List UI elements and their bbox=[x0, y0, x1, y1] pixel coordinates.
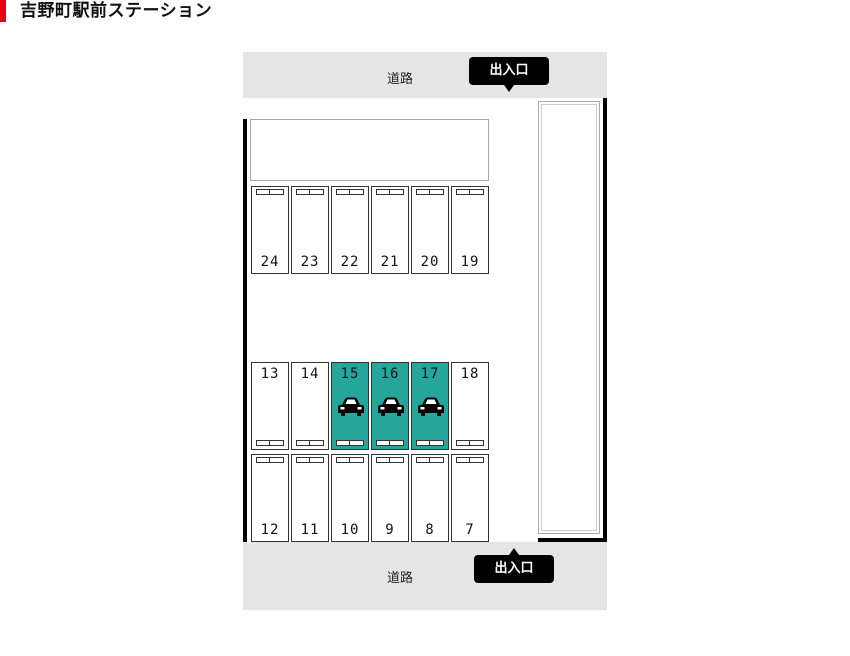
wheel-stop bbox=[309, 440, 324, 446]
parking-slot-9[interactable]: 9 bbox=[371, 454, 409, 542]
slot-number: 15 bbox=[340, 366, 360, 382]
slot-number: 17 bbox=[420, 366, 440, 382]
entrance-top-label: 出入口 bbox=[489, 63, 529, 78]
wheel-stop bbox=[349, 440, 364, 446]
wheel-stop bbox=[349, 189, 364, 195]
bottom-right-wall bbox=[538, 538, 607, 542]
wheel-stops bbox=[295, 457, 325, 463]
parking-slot-7[interactable]: 7 bbox=[451, 454, 489, 542]
slot-number: 24 bbox=[260, 254, 280, 270]
parking-slot-19[interactable]: 19 bbox=[451, 186, 489, 274]
slot-number: 14 bbox=[300, 366, 320, 382]
wheel-stop bbox=[429, 457, 444, 463]
title-accent-bar bbox=[0, 0, 6, 22]
wheel-stop bbox=[309, 189, 324, 195]
building-area bbox=[250, 119, 489, 181]
wheel-stops bbox=[455, 457, 485, 463]
slot-number: 21 bbox=[380, 254, 400, 270]
left-wall bbox=[243, 119, 247, 542]
parking-slot-23[interactable]: 23 bbox=[291, 186, 329, 274]
slot-number: 19 bbox=[460, 254, 480, 270]
wheel-stop bbox=[269, 457, 284, 463]
slot-number: 23 bbox=[300, 254, 320, 270]
wheel-stop bbox=[349, 457, 364, 463]
parking-slot-17[interactable]: 17 bbox=[411, 362, 449, 450]
slot-number: 8 bbox=[425, 522, 435, 538]
entrance-bottom-pointer bbox=[509, 548, 519, 555]
slot-number: 7 bbox=[465, 522, 475, 538]
wheel-stops bbox=[295, 440, 325, 446]
parking-slot-14[interactable]: 14 bbox=[291, 362, 329, 450]
wheel-stops bbox=[375, 457, 405, 463]
wheel-stop bbox=[429, 189, 444, 195]
parking-slot-10[interactable]: 10 bbox=[331, 454, 369, 542]
road-top: 道路 bbox=[243, 52, 607, 98]
slot-number: 13 bbox=[260, 366, 280, 382]
wheel-stops bbox=[335, 189, 365, 195]
road-top-label: 道路 bbox=[387, 72, 414, 87]
wheel-stop bbox=[389, 457, 404, 463]
car-icon bbox=[417, 396, 445, 418]
parking-slot-15[interactable]: 15 bbox=[331, 362, 369, 450]
wheel-stops bbox=[375, 189, 405, 195]
car-icon bbox=[337, 396, 365, 418]
right-wall bbox=[603, 98, 607, 542]
page-title: 吉野町駅前ステーション bbox=[20, 1, 213, 21]
entrance-bottom[interactable]: 出入口 bbox=[474, 548, 554, 583]
wheel-stop bbox=[469, 457, 484, 463]
parking-slot-11[interactable]: 11 bbox=[291, 454, 329, 542]
wheel-stops bbox=[415, 440, 445, 446]
wheel-stop bbox=[389, 189, 404, 195]
parking-slot-13[interactable]: 13 bbox=[251, 362, 289, 450]
wheel-stop bbox=[469, 189, 484, 195]
parking-slot-20[interactable]: 20 bbox=[411, 186, 449, 274]
slot-number: 18 bbox=[460, 366, 480, 382]
parking-slot-21[interactable]: 21 bbox=[371, 186, 409, 274]
slot-number: 20 bbox=[420, 254, 440, 270]
wheel-stop bbox=[269, 189, 284, 195]
wheel-stops bbox=[295, 189, 325, 195]
entrance-bottom-label: 出入口 bbox=[494, 561, 534, 576]
wheel-stop bbox=[309, 457, 324, 463]
car-icon bbox=[377, 396, 405, 418]
wheel-stops bbox=[335, 457, 365, 463]
wheel-stop bbox=[469, 440, 484, 446]
wheel-stops bbox=[255, 457, 285, 463]
parking-slot-8[interactable]: 8 bbox=[411, 454, 449, 542]
wheel-stops bbox=[255, 440, 285, 446]
parking-slot-12[interactable]: 12 bbox=[251, 454, 289, 542]
entrance-top[interactable]: 出入口 bbox=[469, 57, 549, 92]
slot-number: 9 bbox=[385, 522, 395, 538]
entrance-top-pointer bbox=[504, 85, 514, 92]
slot-number: 10 bbox=[340, 522, 360, 538]
wheel-stops bbox=[255, 189, 285, 195]
parking-slot-18[interactable]: 18 bbox=[451, 362, 489, 450]
side-building-inner bbox=[541, 104, 597, 531]
wheel-stops bbox=[415, 457, 445, 463]
wheel-stops bbox=[375, 440, 405, 446]
slot-number: 22 bbox=[340, 254, 360, 270]
slot-number: 12 bbox=[260, 522, 280, 538]
parking-slot-16[interactable]: 16 bbox=[371, 362, 409, 450]
wheel-stops bbox=[455, 189, 485, 195]
wheel-stop bbox=[429, 440, 444, 446]
slot-number: 11 bbox=[300, 522, 320, 538]
wheel-stop bbox=[389, 440, 404, 446]
wheel-stops bbox=[455, 440, 485, 446]
wheel-stops bbox=[415, 189, 445, 195]
road-bottom-label: 道路 bbox=[387, 571, 414, 586]
wheel-stop bbox=[269, 440, 284, 446]
parking-slot-24[interactable]: 24 bbox=[251, 186, 289, 274]
parking-slot-22[interactable]: 22 bbox=[331, 186, 369, 274]
wheel-stops bbox=[335, 440, 365, 446]
slot-number: 16 bbox=[380, 366, 400, 382]
